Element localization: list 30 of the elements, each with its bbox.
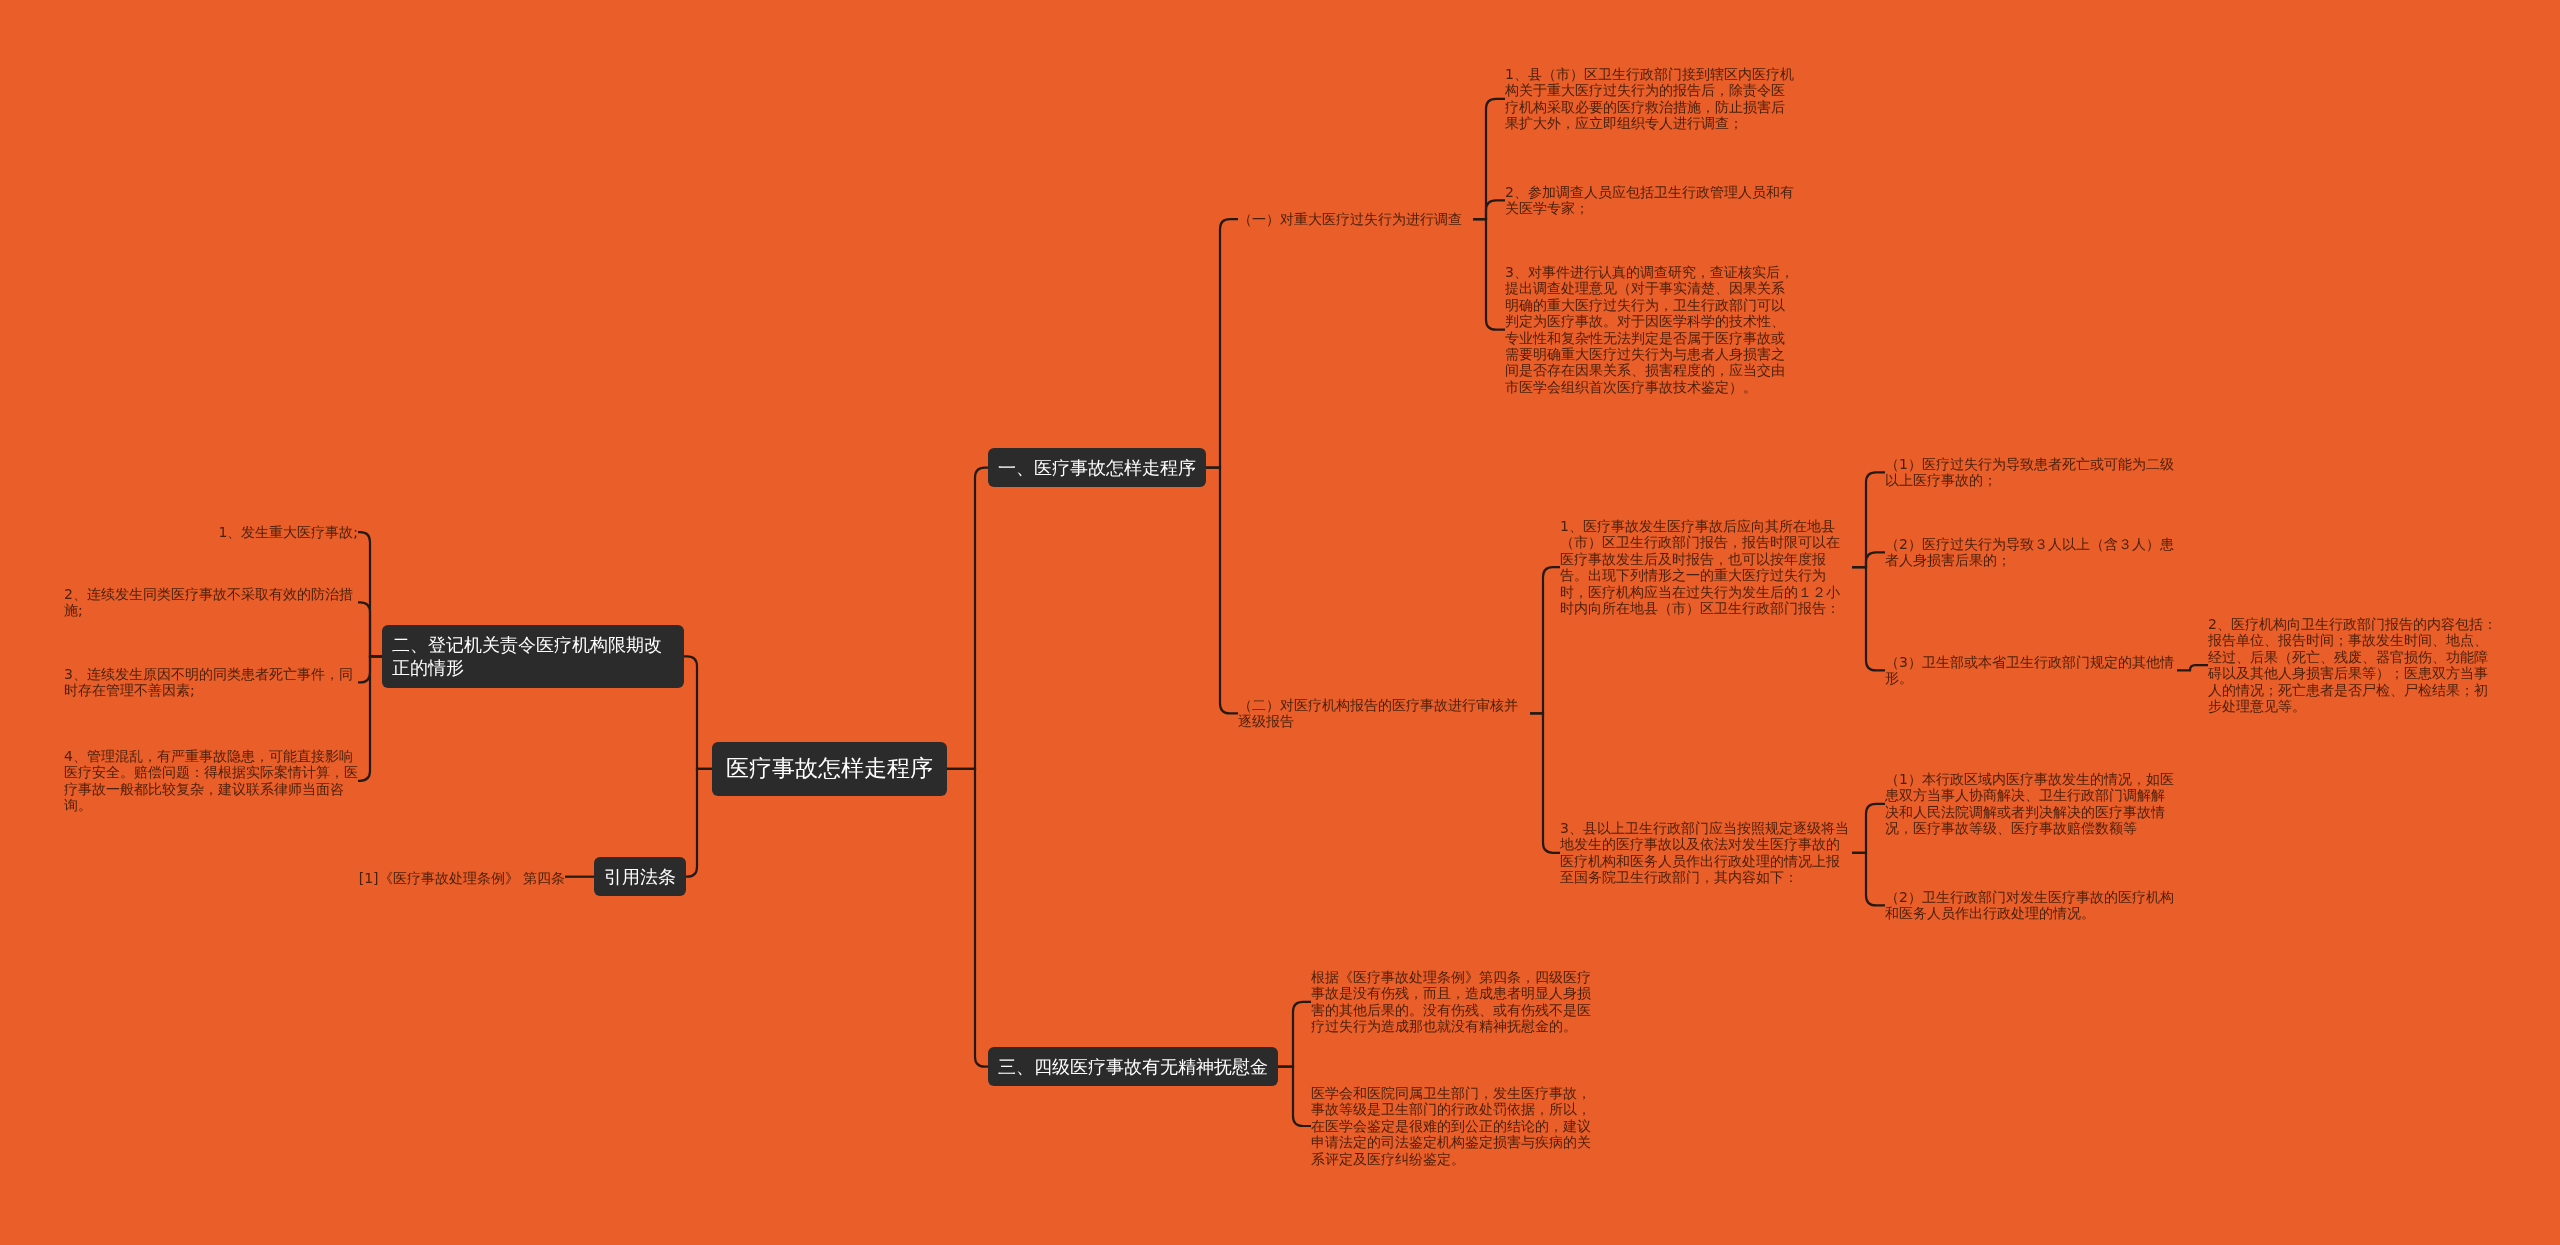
topic-text: 3、连续发生原因不明的同类患者死亡事件，同时存在管理不善因素; <box>64 666 358 699</box>
topic-text: （2）卫生行政部门对发生医疗事故的医疗机构和医务人员作出行政处理的情况。 <box>1885 889 2177 922</box>
topic-box: 一、医疗事故怎样走程序 <box>988 448 1206 488</box>
topic-text: 2、医疗机构向卫生行政部门报告的内容包括：报告单位、报告时间；事故发生时间、地点、经过、后果（死亡、残废、器官损伤、功能障碍以及其他人身损害后果等）；医患双方当事人的情况；死亡患者是否尸检、尸检结果；初步处理意见等。 <box>2208 616 2500 715</box>
topic-text: （1）本行政区域内医疗事故发生的情况，如医患双方当事人协商解决、卫生行政部门调解解决和人民法院调解或者判决解决的医疗事故情况，医疗事故等级、医疗事故赔偿数额等 <box>1885 771 2177 837</box>
topic-text: 根据《医疗事故处理条例》第四条，四级医疗事故是没有伤残，而且，造成患者明显人身损害的其他后果的。没有伤残、或有伤残不是医疗过失行为造成那也就没有精神抚慰金的。 <box>1311 969 1603 1035</box>
topic-box: 三、四级医疗事故有无精神抚慰金 <box>988 1047 1278 1087</box>
topic-box: 医疗事故怎样走程序 <box>712 742 947 796</box>
topic-text: 1、县（市）区卫生行政部门接到辖区内医疗机构关于重大医疗过失行为的报告后，除责令医疗机构采取必要的医疗救治措施，防止损害后果扩大外，应立即组织专人进行调查； <box>1505 66 1797 132</box>
connector-line <box>2177 664 2208 672</box>
topic-box: 二、登记机关责令医疗机构限期改正的情形 <box>382 625 684 688</box>
topic-text: （1）医疗过失行为导致患者死亡或可能为二级以上医疗事故的； <box>1885 456 2177 489</box>
topic-text: 3、县以上卫生行政部门应当按照规定逐级将当地发生的医疗事故以及依法对发生医疗事故的医疗机构和医务人员作出行政处理的情况上报至国务院卫生行政部门，其内容如下： <box>1560 820 1852 886</box>
topic-text: [1]《医疗事故处理条例》 第四条 <box>350 870 565 887</box>
topic-text: 3、对事件进行认真的调查研究，查证核实后，提出调查处理意见（对于事实清楚、因果关系明确的重大医疗过失行为，卫生行政部门可以判定为医疗事故。对于因医学科学的技术性、专业性和复杂性无法判定是否属于医疗事故或需要明确重大医疗过失行为与患者人身损害之间是否存在因果关系、损害程度的，应当交由市医学会组织首次医疗事故技术鉴定）。 <box>1505 264 1797 396</box>
connector-line <box>565 875 594 878</box>
topic-text: 1、医疗事故发生医疗事故后应向其所在地县（市）区卫生行政部门报告，报告时限可以在医疗事故发生后及时报告，也可以按年度报告。出现下列情形之一的重大医疗过失行为时，医疗机构应当在过失行为发生后的１２小时内向所在地县（市）区卫生行政部门报告： <box>1560 518 1852 617</box>
topic-text: 2、参加调查人员应包括卫生行政管理人员和有关医学专家； <box>1505 184 1797 217</box>
connector-line <box>358 655 382 782</box>
topic-box: 引用法条 <box>594 857 686 897</box>
connector-line <box>947 767 988 1068</box>
topic-text: （二）对医疗机构报告的医疗事故进行审核并逐级报告 <box>1238 697 1530 730</box>
topic-text: 1、发生重大医疗事故; <box>206 524 358 541</box>
topic-text: 4、管理混乱，有严重事故隐患，可能直接影响医疗安全。赔偿问题：得根据实际案情计算，医疗事故一般都比较复杂，建议联系律师当面咨询。 <box>64 748 358 814</box>
topic-text: 2、连续发生同类医疗事故不采取有效的防治措施; <box>64 586 358 619</box>
topic-text: （一）对重大医疗过失行为进行调查 <box>1238 211 1473 228</box>
topic-text: 医学会和医院同属卫生部门，发生医疗事故，事故等级是卫生部门的行政处罚依据，所以，在医学会鉴定是很难的到公正的结论的，建议申请法定的司法鉴定机构鉴定损害与疾病的关系评定及医疗纠纷鉴定。 <box>1311 1085 1603 1168</box>
connector-line <box>685 767 712 878</box>
topic-text: （2）医疗过失行为导致３人以上（含３人）患者人身损害后果的； <box>1885 536 2177 569</box>
topic-text: （3）卫生部或本省卫生行政部门规定的其他情形。 <box>1885 654 2177 687</box>
